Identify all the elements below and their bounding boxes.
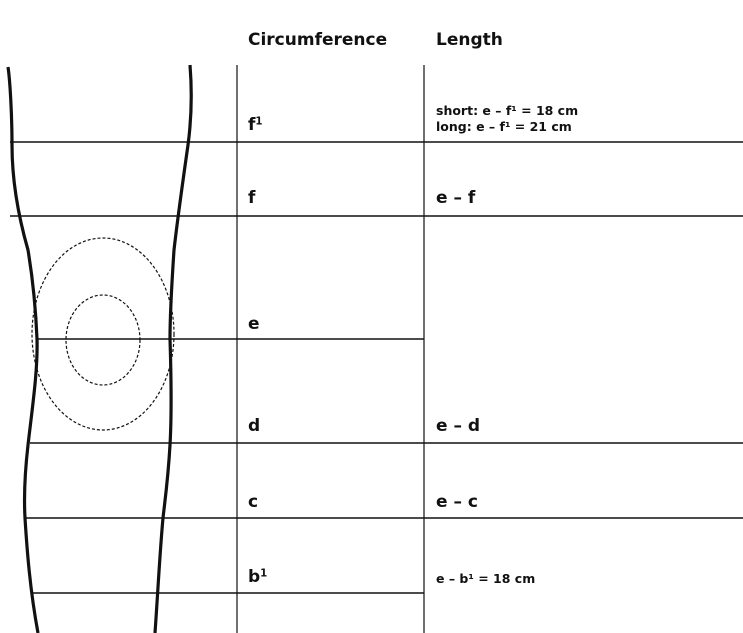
circumference-label-b1: b1 [248, 567, 268, 587]
kneecap-outline [65, 294, 141, 386]
length-label-c: e – c [436, 492, 478, 512]
leg-outline-left [6, 66, 40, 633]
circumference-label-f1: f1 [248, 115, 263, 135]
circumference-header: Circumference [248, 30, 388, 50]
circumference-label-f: f [248, 188, 256, 208]
length-header: Length [436, 30, 503, 50]
length-label-f: e – f [436, 188, 476, 208]
circumference-label-c: c [248, 492, 259, 512]
length-label-f1: short: e – f¹ = 18 cm long: e – f¹ = 21 … [436, 103, 578, 134]
leg-outline-right [153, 64, 193, 633]
circumference-label-e: e [248, 314, 260, 334]
knee-outer-outline [31, 237, 175, 431]
length-label-f1-long: long: e – f¹ = 21 cm [436, 118, 572, 134]
circumference-label-d: d [248, 416, 261, 436]
length-label-f1-short: short: e – f¹ = 18 cm [436, 103, 579, 118]
length-label-b1: e – b¹ = 18 cm [436, 571, 536, 586]
length-label-d: e – d [436, 416, 481, 436]
